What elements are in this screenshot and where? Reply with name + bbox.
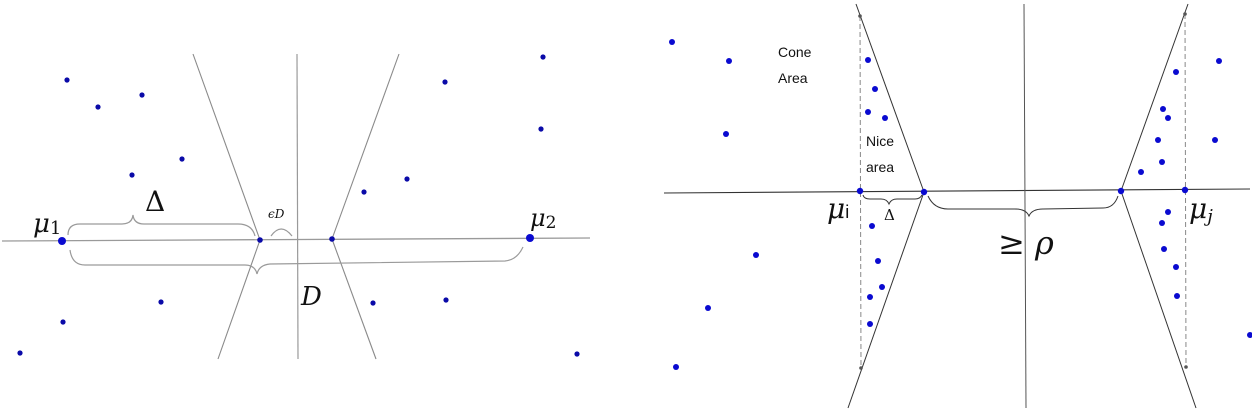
vertical-center-line: [1023, 3, 1027, 409]
horizontal-axis-line: [663, 188, 1251, 194]
data-points: [669, 39, 1252, 370]
right-cone-upper-line: [331, 53, 400, 240]
right-bottom-vertex: [1184, 365, 1188, 369]
left-cone-upper-line: [192, 53, 261, 241]
vertical-center-line: [296, 53, 299, 360]
cone-area-label-line1: Cone: [778, 44, 812, 60]
mu2-label: μ2: [530, 204, 556, 233]
horizontal-axis-line: [1, 237, 591, 242]
delta-brace: [67, 214, 256, 237]
mu-j-label: μj: [1189, 192, 1213, 227]
right-cone-lower-line: [1120, 190, 1197, 409]
right-cone-lower-line: [331, 238, 377, 360]
left-diagram-canvas: μ1 Δ ϵD D μ2: [1, 53, 591, 360]
right-cone-vertex-point: [329, 236, 335, 242]
d-label: D: [300, 282, 322, 312]
epsilon-d-label: ϵD: [268, 207, 285, 221]
right-cone-vertex-point: [1117, 187, 1125, 195]
right-cone-upper-line: [1120, 3, 1189, 192]
geq-rho-label: ≥ ρ: [998, 224, 1054, 262]
left-cone-upper-line: [855, 3, 925, 193]
delta-brace: [862, 194, 923, 206]
data-points: [17, 54, 580, 357]
d-brace: [69, 246, 524, 275]
cone-area-label-line2: Area: [778, 70, 808, 86]
left-cone-vertex-point: [920, 188, 928, 196]
mu1-label: μ1: [33, 209, 61, 239]
left-bottom-vertex: [859, 366, 863, 370]
mu-i-label: μi: [827, 192, 849, 225]
mu1-point: [58, 237, 66, 245]
left-cone-lower-line: [217, 239, 261, 360]
rho-brace: [927, 195, 1119, 218]
mu-i-point: [856, 187, 864, 195]
mu-j-point: [1181, 186, 1189, 194]
right-diagram-canvas: Cone Area Nice area μi Δ ≥ ρ μj: [663, 3, 1252, 409]
delta-label: Δ: [884, 206, 895, 224]
delta-label: Δ: [145, 185, 165, 218]
right-diagram-panel: Cone Area Nice area μi Δ ≥ ρ μj: [620, 0, 1252, 412]
nice-area-label-line1: Nice: [866, 133, 894, 149]
mu2-point: [526, 234, 534, 242]
left-diagram-panel: μ1 Δ ϵD D μ2: [0, 0, 620, 412]
left-top-vertex: [858, 14, 862, 18]
left-cone-vertex-point: [257, 237, 263, 243]
left-cone-lower-line: [847, 191, 925, 409]
epsilon-d-arc: [270, 228, 293, 237]
nice-area-label-line2: area: [866, 159, 894, 175]
right-top-vertex: [1183, 12, 1187, 16]
